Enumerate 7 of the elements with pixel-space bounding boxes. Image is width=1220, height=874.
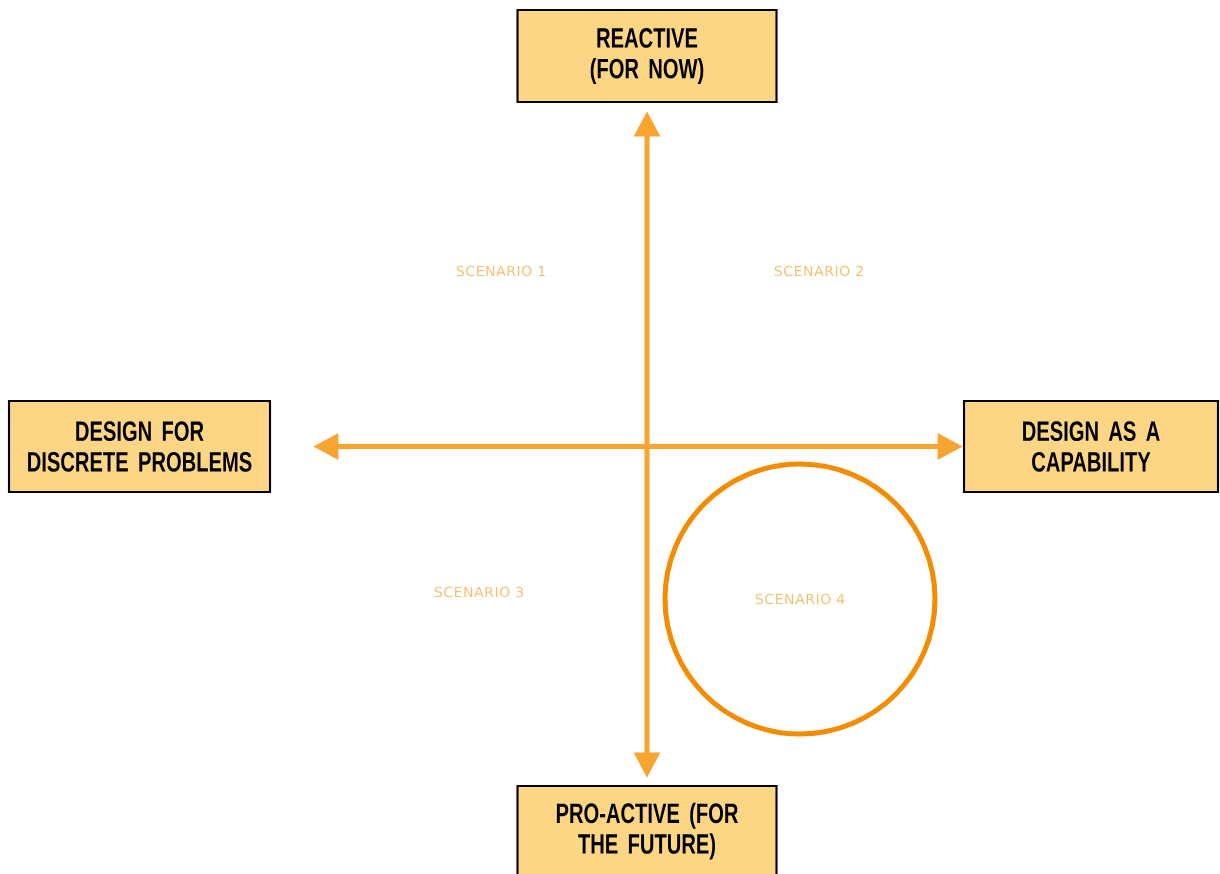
label-box: DESIGN AS A CAPABILITY bbox=[962, 399, 1220, 494]
scenario-label: SCENARIO 1 bbox=[456, 265, 545, 277]
label-box: REACTIVE (FOR NOW) bbox=[516, 8, 778, 104]
label-box: DESIGN FOR DISCRETE PROBLEMS bbox=[7, 399, 272, 494]
scenario-label: SCENARIO 2 bbox=[774, 265, 863, 277]
label-box: PRO-ACTIVE (FOR THE FUTURE) bbox=[516, 784, 778, 874]
scenario-label: SCENARIO 3 bbox=[434, 586, 523, 598]
